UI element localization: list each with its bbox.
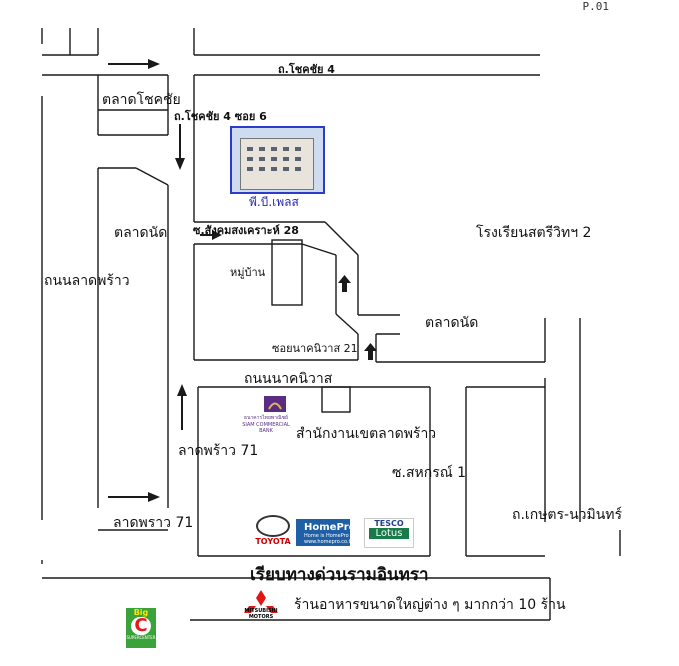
toyota-emblem-icon	[256, 515, 290, 537]
lotus-text: Lotus	[369, 528, 409, 539]
place-chokchai-market: ตลาดโชคชัย	[102, 92, 181, 108]
place-restaurants: ร้านอาหารขนาดใหญ่ต่าง ๆ มากกว่า 10 ร้าน	[294, 597, 566, 613]
place-school: โรงเรียนสตรีวิทฯ 2	[476, 225, 592, 241]
bank-logo-text-en: SIAM COMMERCIAL BANK	[242, 422, 290, 434]
place-flea-market-left: ตลาดนัด	[114, 225, 168, 241]
street-nakniwat-soi21: ซอยนาคนิวาส 21	[272, 342, 358, 355]
place-flea-market-right: ตลาดนัด	[425, 315, 479, 331]
street-ladprao71-lower: ลาดพราว 71	[113, 515, 194, 531]
street-kaset-nawamin: ถ.เกษตร-นวมินทร์	[512, 507, 623, 523]
toyota-logo: TOYOTA	[252, 515, 294, 546]
tesco-lotus-logo: TESCO Lotus	[364, 518, 414, 548]
street-chokchai4: ถ.โชคชัย 4	[278, 63, 335, 76]
homepro-tagline: Home is HomePro	[304, 533, 349, 539]
bigc-sub-text: SUPERCENTER	[126, 635, 156, 640]
direction-arrows	[108, 59, 377, 502]
road-lines	[41, 28, 621, 621]
street-chokchai4-soi6: ถ.โชคชัย 4 ซอย 6	[174, 110, 267, 123]
page-number: P.01	[582, 0, 610, 13]
street-expressway: เรียบทางด่วนรามอินทรา	[250, 565, 429, 585]
toyota-text: TOYOTA	[255, 537, 291, 546]
mitsubishi-diamonds	[244, 590, 278, 613]
hotel-photo	[230, 126, 325, 194]
bigc-big-text: Big	[133, 608, 149, 617]
bank-logo-graphic	[264, 396, 286, 412]
homepro-url: www.homepro.co.th	[304, 539, 354, 545]
bank-logo-text: ธนาคารไทยพาณิชย์	[244, 415, 288, 421]
tesco-text: TESCO	[374, 519, 404, 528]
street-sangkhom: ซ.สังคมสงเคราะห์ 28	[193, 224, 299, 237]
bigc-logo: Big C SUPERCENTER	[126, 608, 156, 648]
street-sahakorn1: ซ.สหกรณ์ 1	[392, 465, 467, 481]
bank-logo: ธนาคารไทยพาณิชย์ SIAM COMMERCIAL BANK	[241, 394, 291, 434]
hotel-caption: พี.บี.เพลส	[249, 195, 299, 209]
street-nakniwat-road: ถนนนาคนิวาส	[244, 371, 333, 387]
place-district-office: สำนักงานเขตลาดพร้าว	[296, 426, 437, 442]
homepro-text: HomePro	[304, 522, 356, 533]
street-ladprao-road: ถนนลาดพร้าว	[44, 273, 130, 289]
homepro-logo: HomePro Home is HomePro www.homepro.co.t…	[296, 519, 356, 546]
mitsubishi-logo: MITSUBISHI MOTORS	[243, 588, 279, 620]
bigc-c-text: C	[131, 617, 151, 635]
mitsubishi-text: MITSUBISHI MOTORS	[244, 608, 278, 620]
hotel-building	[240, 138, 314, 190]
street-ladprao71-upper: ลาดพร้าว 71	[178, 443, 259, 459]
place-village: หมู่บ้าน	[230, 266, 266, 279]
